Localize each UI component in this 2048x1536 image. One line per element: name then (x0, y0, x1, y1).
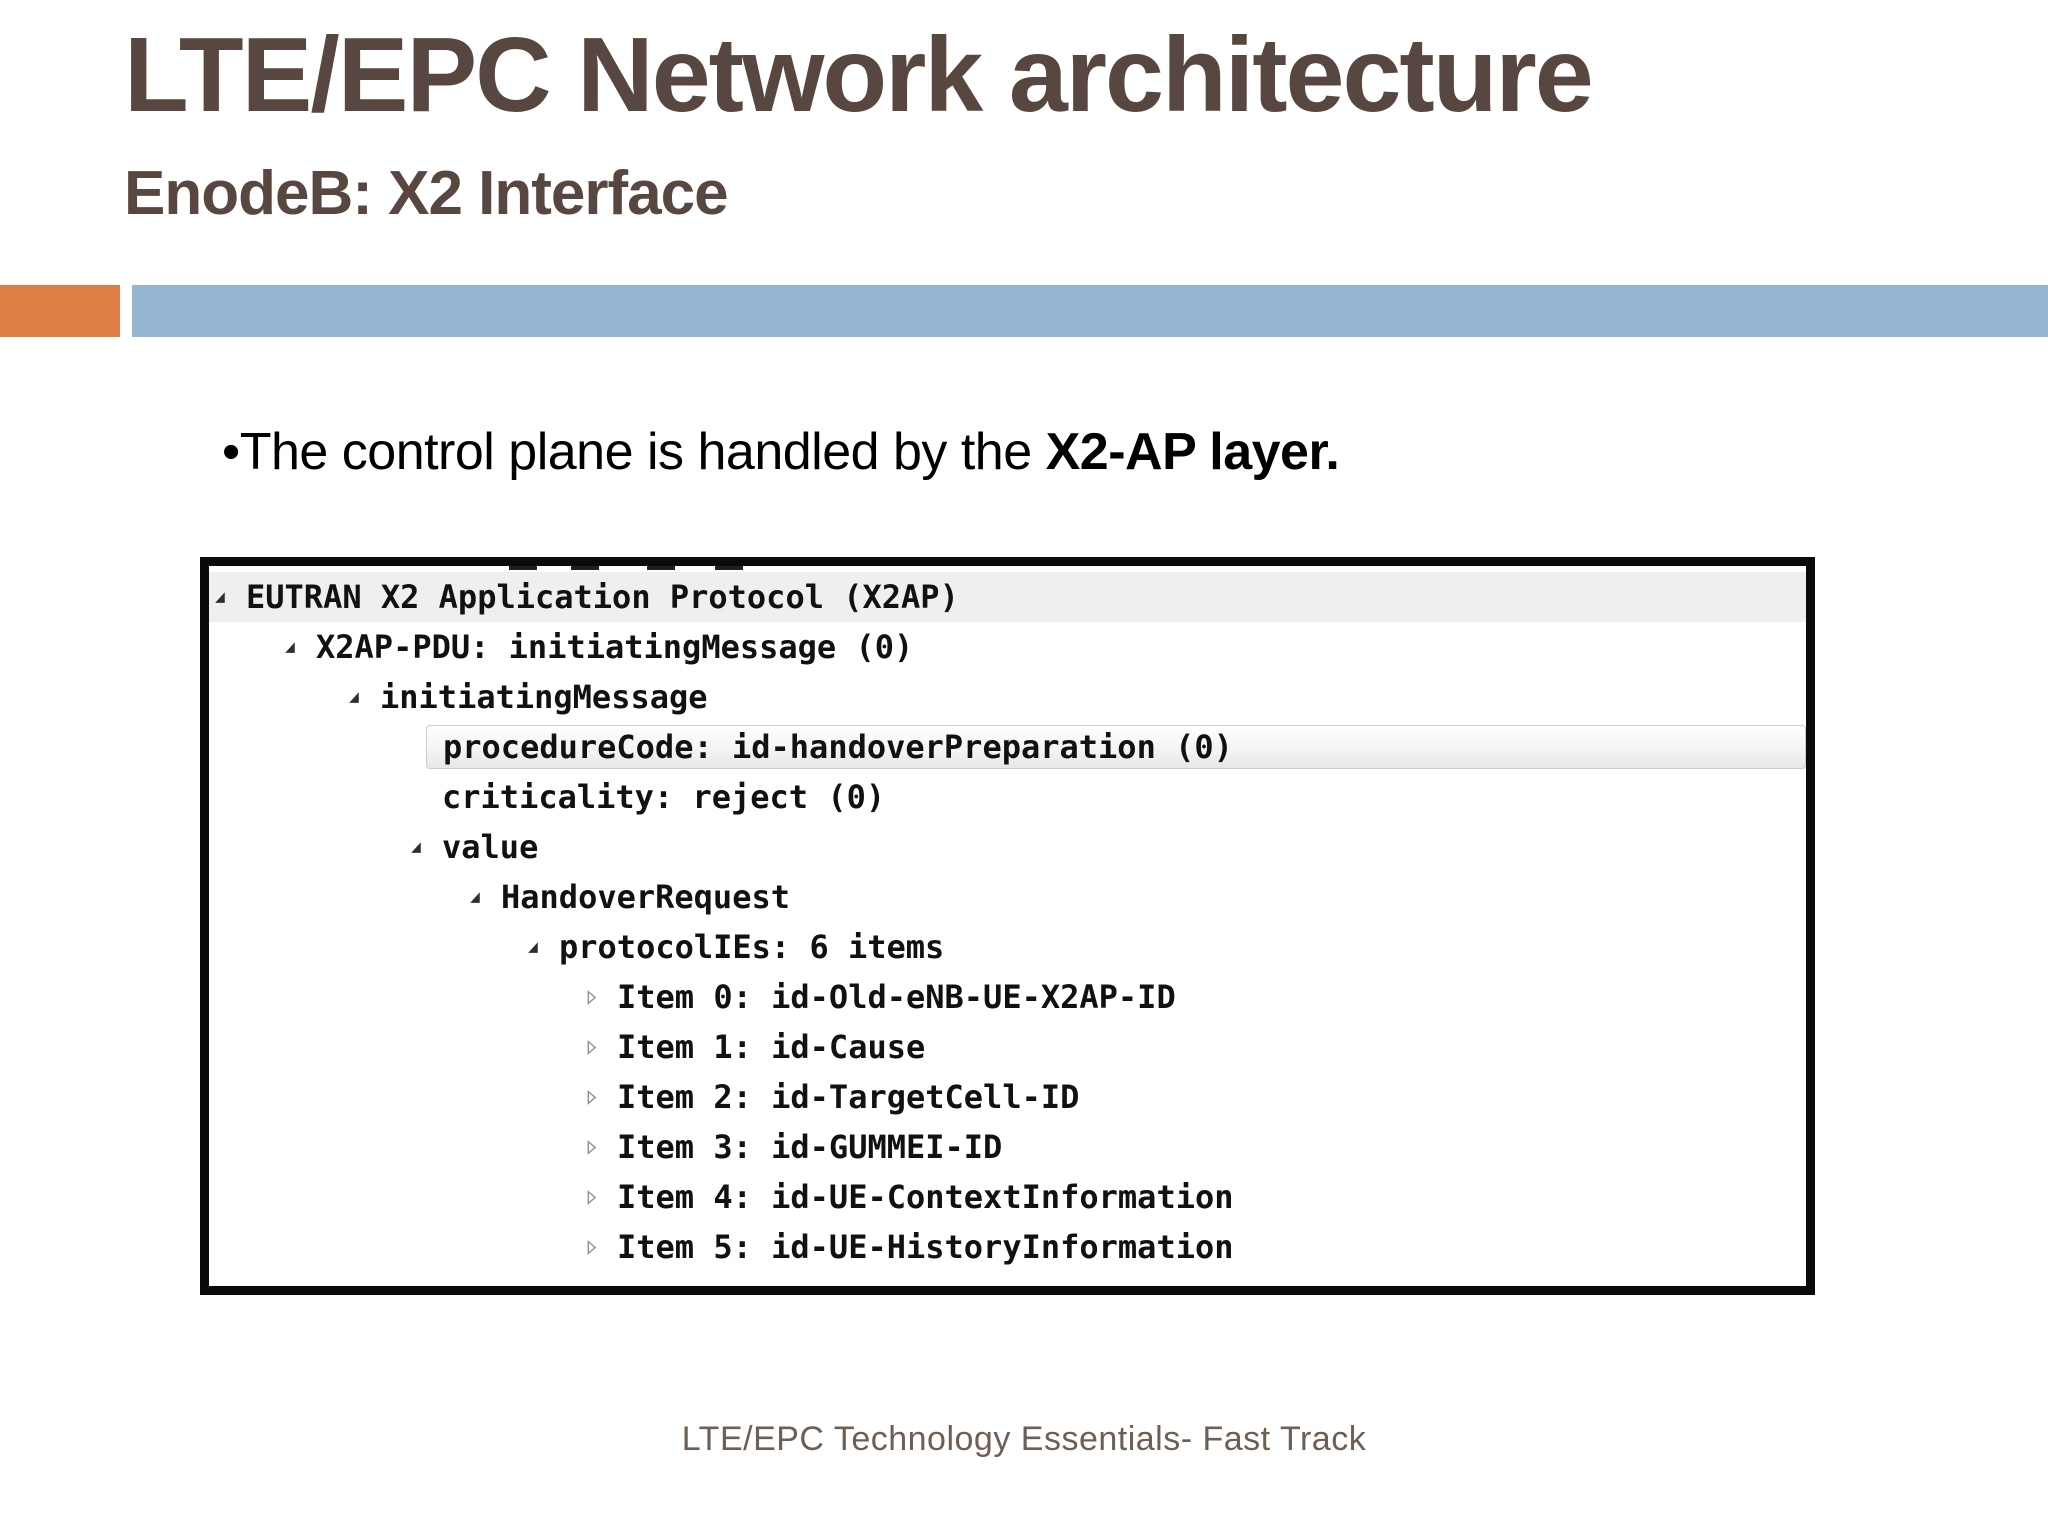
expanded-triangle-icon (470, 891, 480, 903)
expander-expanded-icon[interactable] (467, 889, 501, 906)
collapsed-triangle-icon (587, 1189, 597, 1205)
collapsed-triangle-icon (587, 1089, 597, 1105)
expanded-triangle-icon (215, 591, 225, 603)
expander-expanded-icon[interactable] (346, 689, 380, 706)
tree-row-label: Item 5: id-UE-HistoryInformation (617, 1228, 1234, 1266)
tree-row-label: Item 4: id-UE-ContextInformation (617, 1178, 1234, 1216)
bullet-text: The control plane is handled by the (239, 423, 1046, 481)
tree-row-label: Item 2: id-TargetCell-ID (617, 1078, 1080, 1116)
expander-collapsed-icon[interactable] (583, 989, 617, 1006)
expander-expanded-icon[interactable] (212, 589, 246, 606)
tree-row[interactable]: Item 4: id-UE-ContextInformation (209, 1172, 1806, 1222)
tree-row[interactable]: EUTRAN X2 Application Protocol (X2AP) (209, 572, 1806, 622)
tree-row[interactable]: procedureCode: id-handoverPreparation (0… (209, 722, 1806, 772)
tree-row[interactable]: Item 1: id-Cause (209, 1022, 1806, 1072)
collapsed-triangle-icon (587, 1239, 597, 1255)
tree-row[interactable]: value (209, 822, 1806, 872)
bullet-marker: • (222, 423, 240, 481)
tree-row-label: HandoverRequest (501, 878, 790, 916)
tree-row[interactable]: Item 2: id-TargetCell-ID (209, 1072, 1806, 1122)
expander-collapsed-icon[interactable] (583, 1189, 617, 1206)
clipped-row-remnant (509, 566, 537, 570)
bullet-bold-text: X2-AP layer. (1045, 423, 1340, 481)
expander-collapsed-icon[interactable] (583, 1039, 617, 1056)
expander-collapsed-icon[interactable] (583, 1089, 617, 1106)
divider-bar (0, 285, 2048, 337)
footer-text: LTE/EPC Technology Essentials- Fast Trac… (681, 1420, 1367, 1458)
divider-orange-segment (0, 285, 120, 337)
expanded-triangle-icon (285, 641, 295, 653)
tree-row-label: Item 1: id-Cause (617, 1028, 926, 1066)
expander-collapsed-icon[interactable] (583, 1139, 617, 1156)
tree-row-label: Item 0: id-Old-eNB-UE-X2AP-ID (617, 978, 1176, 1016)
tree-row[interactable]: Item 5: id-UE-HistoryInformation (209, 1222, 1806, 1272)
expander-expanded-icon[interactable] (282, 639, 316, 656)
bullet-line: •The control plane is handled by the X2-… (222, 422, 1340, 482)
expander-expanded-icon[interactable] (408, 839, 442, 856)
tree-row-label: Item 3: id-GUMMEI-ID (617, 1128, 1003, 1166)
packet-detail-panel: EUTRAN X2 Application Protocol (X2AP) X2A… (200, 557, 1815, 1295)
protocol-tree: EUTRAN X2 Application Protocol (X2AP) X2A… (209, 572, 1806, 1272)
collapsed-triangle-icon (587, 1039, 597, 1055)
expander-expanded-icon[interactable] (525, 939, 559, 956)
tree-row[interactable]: protocolIEs: 6 items (209, 922, 1806, 972)
expanded-triangle-icon (528, 941, 538, 953)
tree-row[interactable]: Item 0: id-Old-eNB-UE-X2AP-ID (209, 972, 1806, 1022)
tree-row-label: protocolIEs: 6 items (559, 928, 945, 966)
divider-blue-segment (132, 285, 2048, 337)
tree-row-label: X2AP-PDU: initiatingMessage (0) (316, 628, 914, 666)
expanded-triangle-icon (411, 841, 421, 853)
tree-row-label: EUTRAN X2 Application Protocol (X2AP) (246, 578, 959, 616)
collapsed-triangle-icon (587, 989, 597, 1005)
tree-row-label: value (442, 828, 539, 866)
tree-row-label: criticality: reject (0) (442, 778, 886, 816)
tree-row-label: procedureCode: id-handoverPreparation (0… (443, 728, 1233, 766)
page-subtitle: EnodeB: X2 Interface (124, 159, 729, 228)
tree-row[interactable]: X2AP-PDU: initiatingMessage (0) (209, 622, 1806, 672)
selected-row-highlight[interactable]: procedureCode: id-handoverPreparation (0… (426, 725, 1806, 769)
collapsed-triangle-icon (587, 1139, 597, 1155)
tree-row[interactable]: initiatingMessage (209, 672, 1806, 722)
tree-row[interactable]: HandoverRequest (209, 872, 1806, 922)
expanded-triangle-icon (349, 691, 359, 703)
page-title: LTE/EPC Network architecture (124, 16, 1594, 134)
tree-row[interactable]: Item 3: id-GUMMEI-ID (209, 1122, 1806, 1172)
expander-collapsed-icon[interactable] (583, 1239, 617, 1256)
tree-row-label: initiatingMessage (380, 678, 708, 716)
tree-row[interactable]: criticality: reject (0) (209, 772, 1806, 822)
